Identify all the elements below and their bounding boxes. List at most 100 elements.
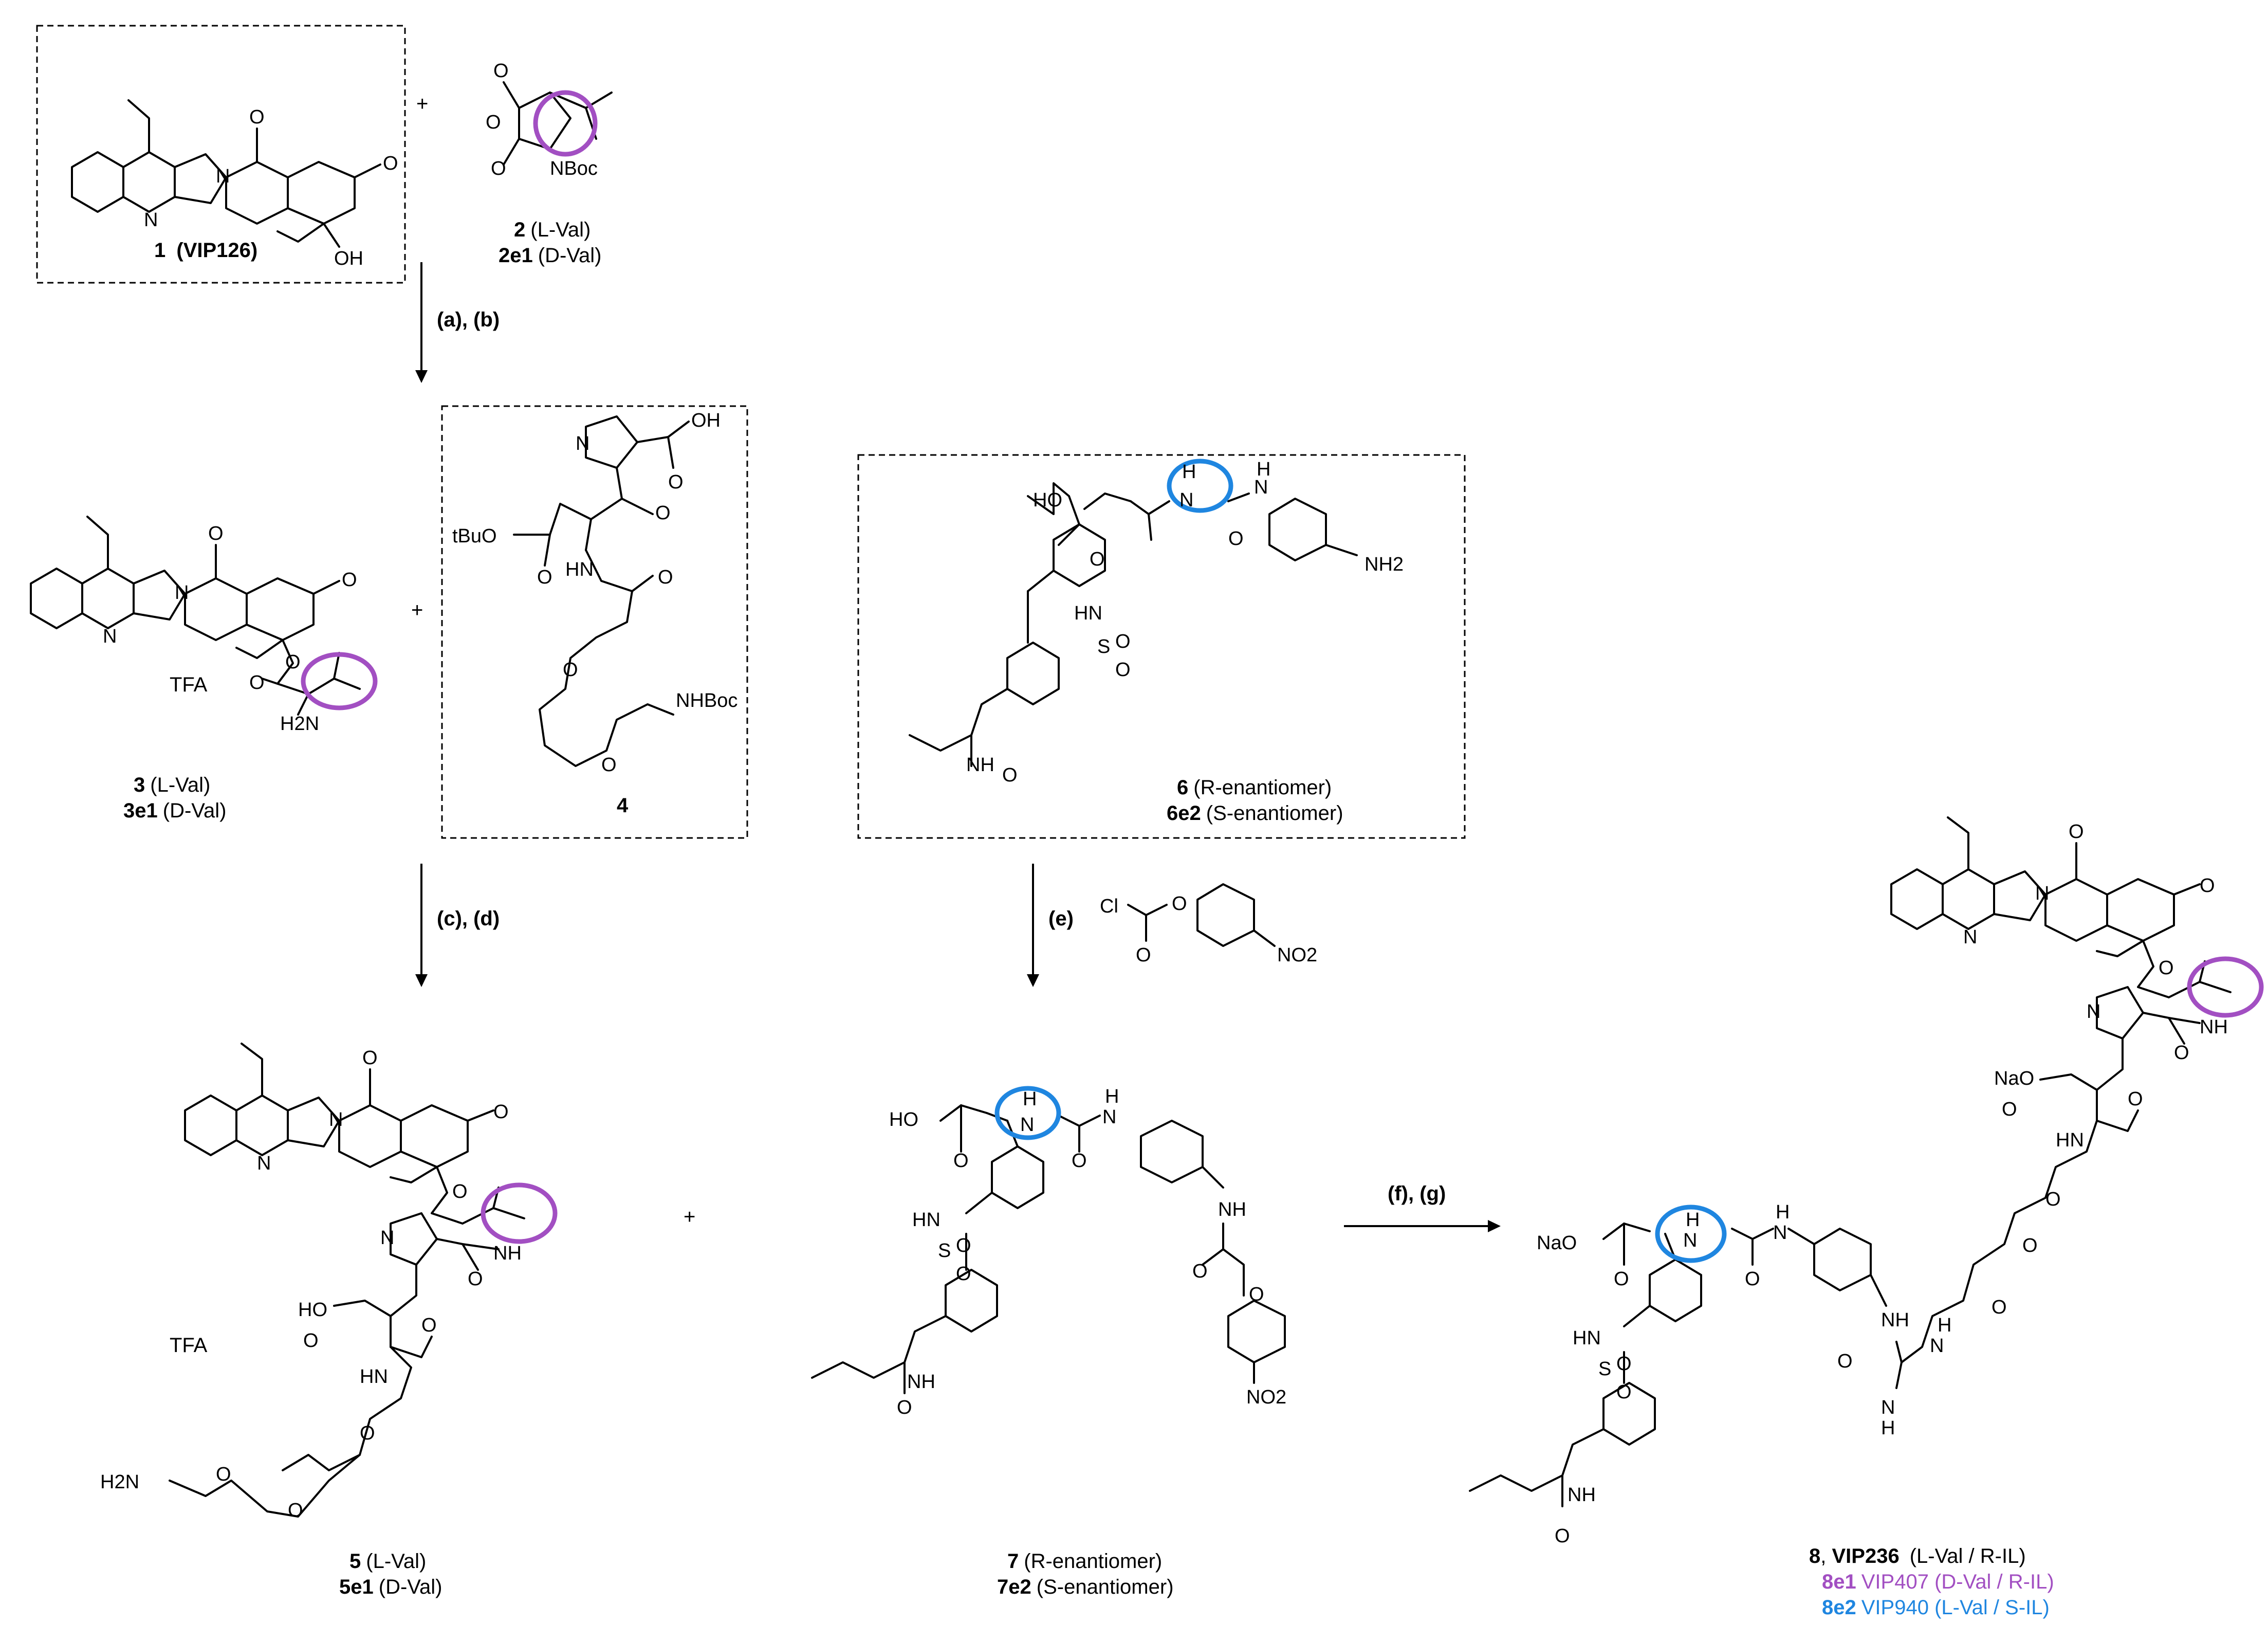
no2-label: NO2 [1277,944,1317,966]
step-ab-label: (a), (b) [437,308,500,331]
amine-label: H2N [100,1471,139,1493]
ho-label: HO [889,1109,918,1130]
compound-2-label: 2(L-Val) [514,218,591,241]
compound-7-label: 7(R-enantiomer) [1007,1550,1162,1573]
step-e-label: (e) [1048,907,1074,930]
atom-NH: NH [2200,1016,2228,1038]
atom-S: S [938,1240,951,1262]
structure-compound-1 [71,99,381,248]
atom-O: O [1228,528,1244,550]
compound-8-label: 8, VIP236(L-Val / R-IL) [1809,1545,2026,1567]
atom-O: O [956,1263,971,1285]
atom-N: N [144,209,158,231]
atom-N: N [329,1109,343,1130]
atom-H: H [1686,1209,1700,1231]
atom-O: O [491,158,506,179]
nh2-label: NH2 [1365,554,1404,575]
atom-O: O [486,112,501,133]
atom-O: O [2045,1189,2061,1210]
stereocenter-highlight-val [481,1182,558,1244]
atom-NH: NH [907,1371,935,1393]
atom-N: N [1179,489,1193,511]
atom-O: O [1172,893,1187,915]
tfa-label: TFA [170,673,208,696]
atom-O: O [601,754,617,776]
atom-O: O [1616,1353,1632,1375]
atom-NH: NH [1881,1309,1909,1331]
atom-H: H [1938,1315,1951,1336]
atom-N: N [103,626,117,647]
atom-N: N [2035,883,2049,904]
atom-N: N [576,433,589,454]
atom-O: O [1616,1381,1632,1403]
atom-O: O [1090,549,1105,570]
step-fg-label: (f), (g) [1388,1182,1446,1205]
atom-O: O [452,1181,468,1202]
step-cd-label: (c), (d) [437,907,500,930]
atom-O: O [362,1047,378,1069]
nh-label: NH [493,1243,522,1264]
cl-label: Cl [1100,896,1118,917]
box-compound-4 [441,405,748,839]
atom-O: O [1136,944,1151,966]
nboc-label: NBoc [550,158,598,179]
atom-O: O [208,523,224,544]
atom-N: N [257,1153,271,1174]
acid-ho-label: HO [298,1299,327,1321]
atom-H: H [1257,459,1270,480]
structure-compound-2 [503,81,613,166]
atom-O: O [1837,1351,1853,1372]
compound-1-label: 1 (VIP126) [154,239,257,262]
atom-O: O [563,659,578,681]
compound-5-label: 5(L-Val) [349,1550,426,1573]
atom-HN: HN [1573,1327,1601,1349]
plus-sign: + [684,1206,695,1228]
hn-label: HN [565,559,594,580]
atom-H: H [1776,1201,1790,1223]
atom-O: O [668,471,684,493]
atom-O: O [1555,1525,1570,1547]
peg-chain [169,1454,361,1518]
plus-sign: + [411,599,423,622]
compound-7e2-label: 7e2(S-enantiomer) [997,1576,1174,1598]
atom-O: O [1115,631,1131,652]
structure-reagent-e [1127,883,1276,947]
structure-compound-3 [30,516,361,716]
atom-O: O [288,1500,303,1521]
structure-compound-5 [184,1043,525,1471]
arrowhead [1488,1220,1501,1232]
structure-compound-8 [1469,816,2232,1507]
atom-O: O [897,1397,912,1418]
atom-S: S [1097,636,1110,658]
box-compound-1 [36,25,406,284]
acid-label: OH [691,410,721,431]
compound-3-label: 3(L-Val) [134,774,210,796]
plus-sign: + [416,93,428,115]
box-compound-6 [857,454,1466,839]
atom-O: O [2159,957,2174,979]
atom-H: H [1023,1088,1037,1110]
compound-5e1-label: 5e1(D-Val) [339,1576,442,1598]
atom-O: O [383,153,398,174]
atom-O: O [655,502,671,524]
atom-O: O [493,60,509,82]
atom-O: O [360,1422,375,1444]
hn-label: HN [360,1366,388,1388]
atom-N: N [1020,1114,1034,1136]
atom-O: O [1745,1268,1760,1290]
stereocenter-highlight-val [301,652,378,710]
ho-label: HO [1033,489,1062,511]
atom-N: N [1881,1397,1895,1418]
atom-HN: HN [912,1209,941,1231]
atom-O: O [468,1268,483,1290]
atom-N: N [2087,1001,2100,1023]
compound-2e1-label: 2e1(D-Val) [499,244,601,267]
atom-S: S [1598,1358,1611,1380]
atom-O: O [1115,659,1131,681]
atom-H: H [1881,1417,1895,1439]
atom-N: N [1963,926,1977,948]
atom-H: H [1105,1086,1119,1107]
atom-O: O [2200,875,2215,897]
atom-O: O [1614,1268,1629,1290]
